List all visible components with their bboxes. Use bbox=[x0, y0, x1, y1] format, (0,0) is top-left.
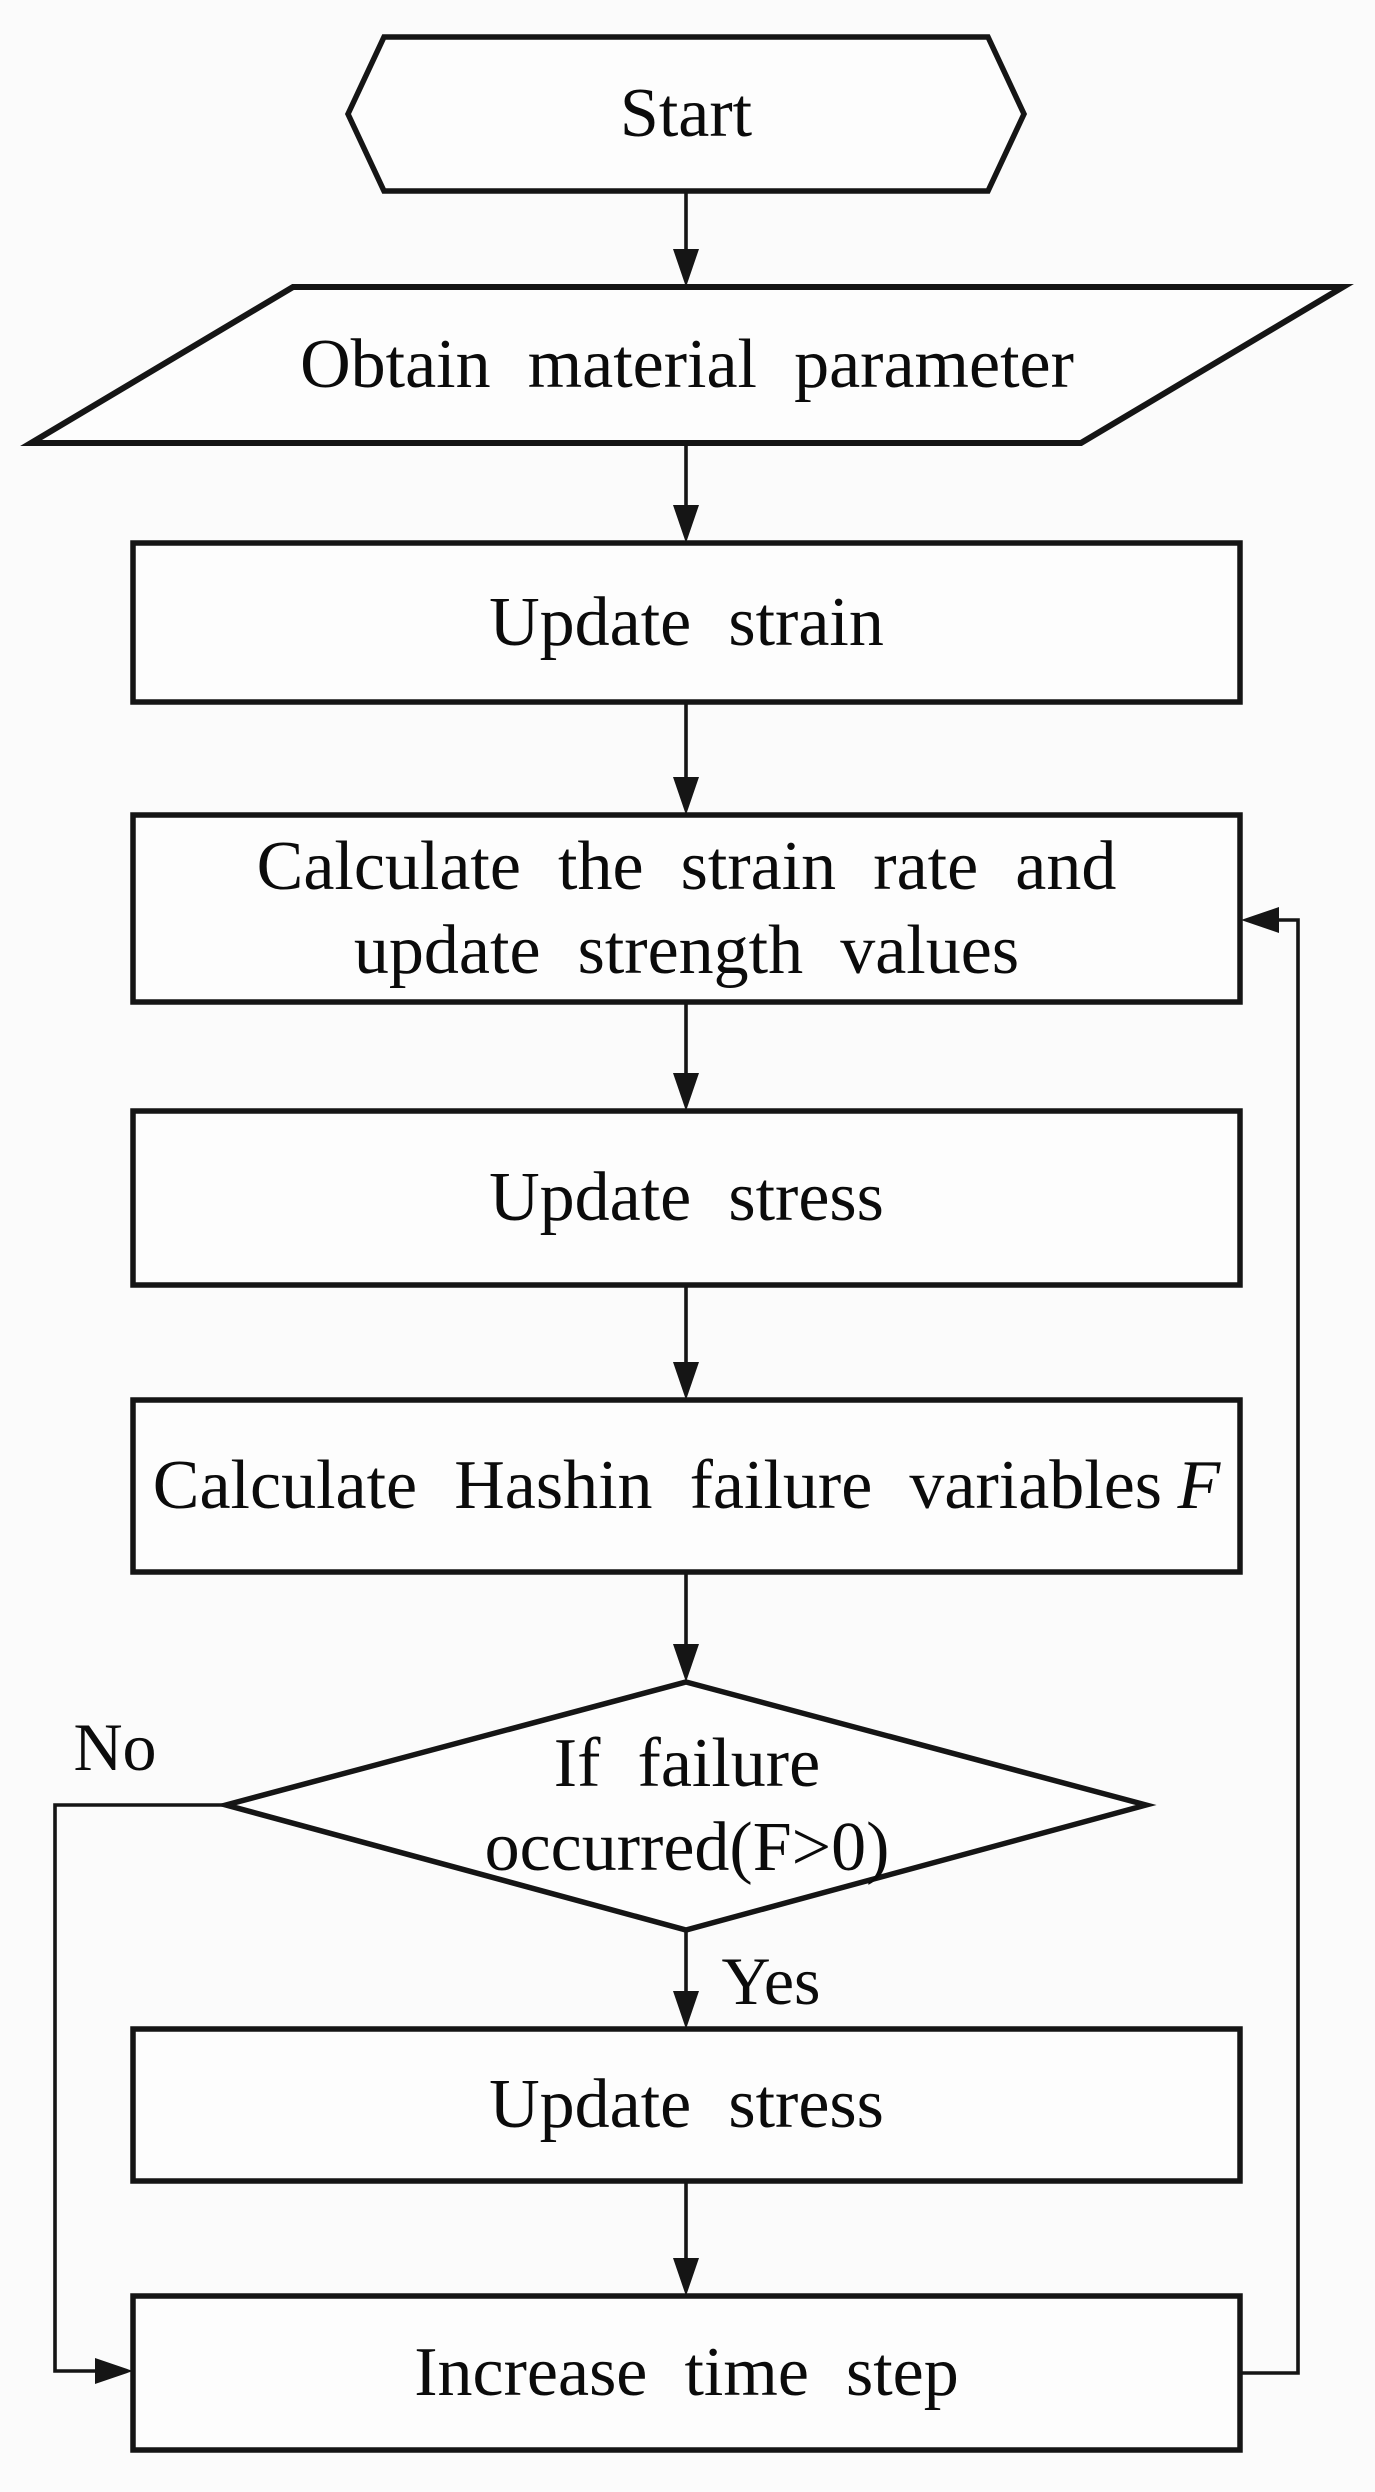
arrowhead-calc-to-update-stress-1 bbox=[673, 1073, 699, 1111]
arrowhead-yes-to-update-stress-2 bbox=[673, 1991, 699, 2029]
arrowhead-feedback-to-calc bbox=[1241, 907, 1279, 933]
arrowhead-update-stress-1-to-hashin bbox=[673, 1362, 699, 1400]
node-update-strain-rect bbox=[130, 540, 1243, 705]
node-calc-hashin-rect bbox=[130, 1397, 1243, 1575]
node-update-stress-1-rect bbox=[130, 1108, 1243, 1288]
arrowhead-hashin-to-decision bbox=[673, 1644, 699, 1682]
node-start-hexagon bbox=[344, 34, 1028, 194]
edge-decision-no-to-increase bbox=[53, 1803, 226, 2373]
arrowhead-start-to-obtain bbox=[673, 249, 699, 287]
node-decision-diamond bbox=[215, 1679, 1157, 1933]
arrowhead-update-strain-to-calc bbox=[673, 777, 699, 815]
edge-increase-feedback-to-calc bbox=[1240, 918, 1300, 2375]
node-calc-strain-rate-rect bbox=[130, 812, 1243, 1005]
node-increase-time-step-rect bbox=[130, 2293, 1243, 2453]
arrowhead-no-to-increase bbox=[95, 2358, 133, 2384]
node-obtain-parallelogram bbox=[20, 284, 1354, 446]
arrowhead-update-stress-2-to-increase bbox=[673, 2258, 699, 2296]
arrowhead-obtain-to-update-strain bbox=[673, 505, 699, 543]
node-update-stress-2-rect bbox=[130, 2026, 1243, 2184]
